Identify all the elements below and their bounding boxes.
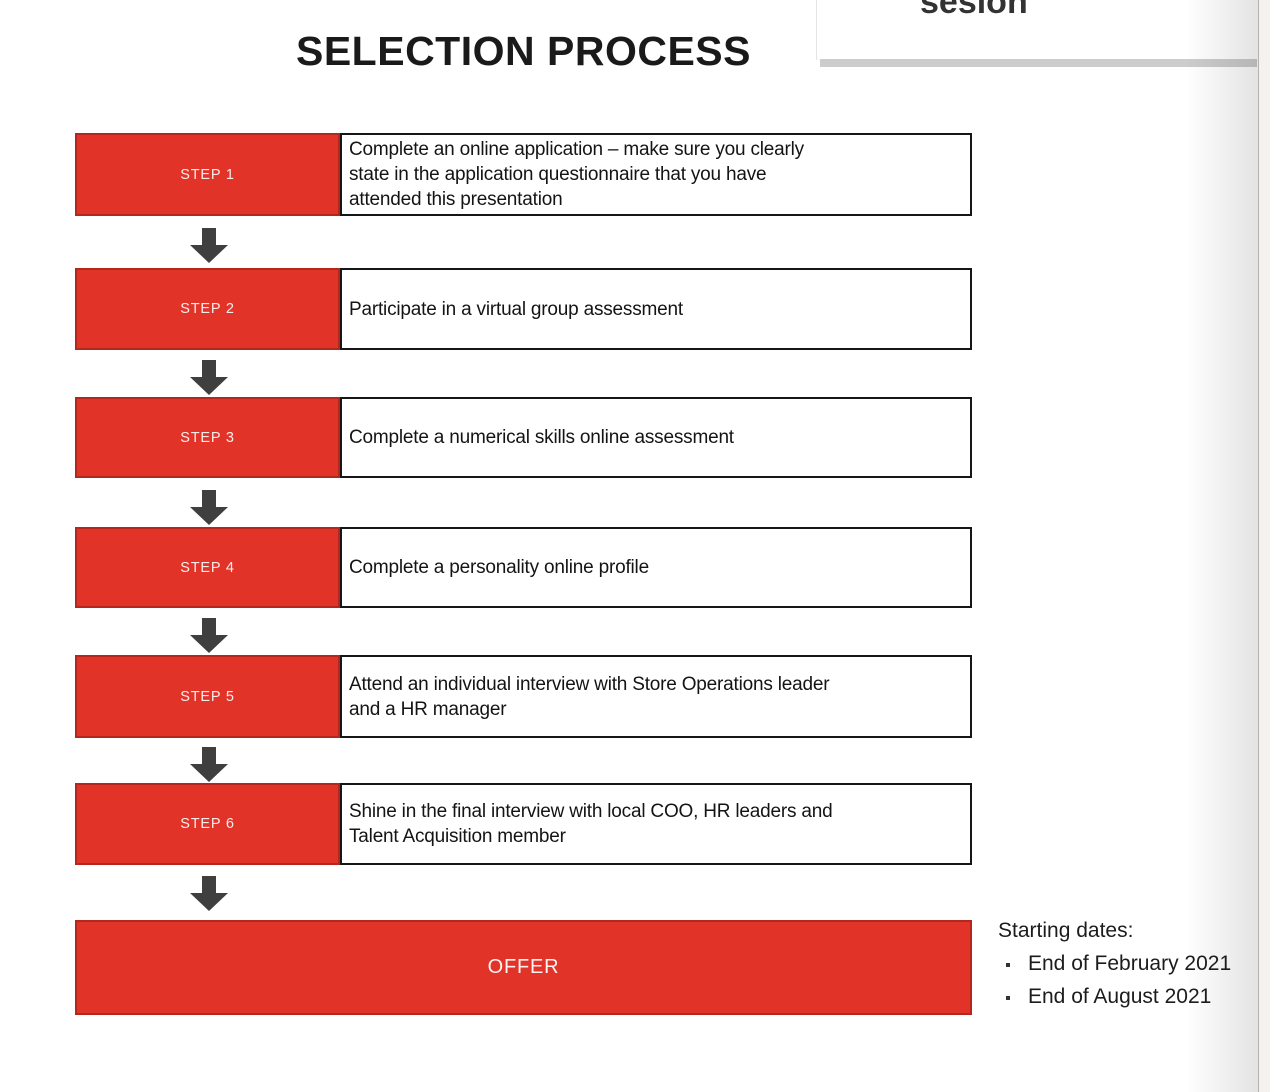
step-3-label-box: STEP 3 [75, 397, 340, 478]
step-4-description: Complete a personality online profile [349, 557, 649, 578]
starting-dates: Starting dates: End of February 2021 End… [998, 919, 1262, 1018]
step-1-description-box: Complete an online application – make su… [340, 133, 972, 216]
cropped-header-text: sesion [920, 0, 1028, 21]
step-row-4: STEP 4 Complete a personality online pro… [75, 527, 972, 608]
step-4-label-box: STEP 4 [75, 527, 340, 608]
step-5-label-box: STEP 5 [75, 655, 340, 738]
step-row-5: STEP 5 Attend an individual interview wi… [75, 655, 972, 738]
step-6-label-box: STEP 6 [75, 783, 340, 865]
list-item: End of February 2021 [998, 952, 1262, 976]
step-6-description-box: Shine in the final interview with local … [340, 783, 972, 865]
page-edge-line [1258, 0, 1259, 1092]
step-row-6: STEP 6 Shine in the final interview with… [75, 783, 972, 865]
offer-banner: OFFER [75, 920, 972, 1015]
date-text: End of August 2021 [1028, 985, 1212, 1008]
step-2-label-box: STEP 2 [75, 268, 340, 350]
down-arrow-icon [190, 360, 228, 395]
step-6-label: STEP 6 [180, 816, 235, 832]
step-4-label: STEP 4 [180, 559, 235, 576]
bullet-icon [1006, 996, 1010, 1000]
step-5-label: STEP 5 [180, 688, 235, 705]
step-3-description: Complete a numerical skills online asses… [349, 427, 734, 448]
date-text: End of February 2021 [1028, 952, 1232, 975]
step-5-description-box: Attend an individual interview with Stor… [340, 655, 972, 738]
down-arrow-icon [190, 876, 228, 911]
step-3-description-box: Complete a numerical skills online asses… [340, 397, 972, 478]
page-margin [1259, 0, 1270, 1092]
step-4-description-box: Complete a personality online profile [340, 527, 972, 608]
step-5-description: Attend an individual interview with Stor… [349, 673, 830, 720]
step-6-description: Shine in the final interview with local … [349, 801, 833, 847]
step-row-3: STEP 3 Complete a numerical skills onlin… [75, 397, 972, 478]
down-arrow-icon [190, 490, 228, 525]
header-divider-bar [820, 59, 1257, 67]
down-arrow-icon [190, 747, 228, 782]
step-1-label: STEP 1 [180, 166, 235, 183]
step-3-label: STEP 3 [180, 429, 235, 446]
step-1-description: Complete an online application – make su… [349, 139, 804, 210]
list-item: End of August 2021 [998, 985, 1262, 1009]
step-2-description-box: Participate in a virtual group assessmen… [340, 268, 972, 350]
step-row-2: STEP 2 Participate in a virtual group as… [75, 268, 972, 350]
starting-dates-heading: Starting dates: [998, 919, 1134, 942]
step-2-label: STEP 2 [180, 301, 235, 317]
down-arrow-icon [190, 618, 228, 653]
step-row-1: STEP 1 Complete an online application – … [75, 133, 972, 216]
page-title: SELECTION PROCESS [295, 28, 751, 74]
offer-label: OFFER [487, 956, 560, 978]
step-2-description: Participate in a virtual group assessmen… [349, 298, 683, 320]
header-divider-vertical [816, 0, 817, 60]
down-arrow-icon [190, 228, 228, 263]
bullet-icon [1006, 963, 1010, 967]
step-1-label-box: STEP 1 [75, 133, 340, 216]
